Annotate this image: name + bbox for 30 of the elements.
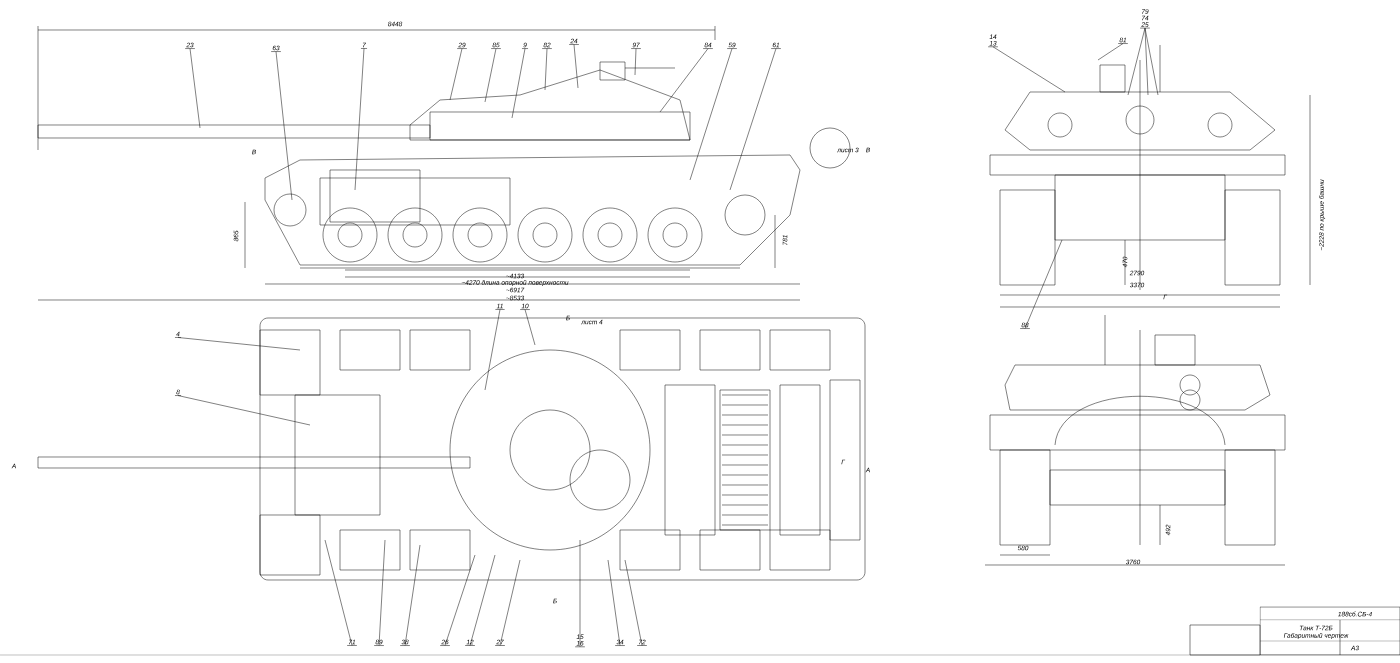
leader-line: [444, 554, 476, 646]
leader-line: [324, 539, 353, 646]
leader-line: [579, 539, 581, 648]
leader-line: [729, 48, 777, 191]
leader-line: [449, 48, 463, 101]
leader-line: [354, 48, 365, 191]
leader-line: [469, 554, 496, 646]
leader-line: [189, 48, 201, 129]
leader-line: [992, 46, 1066, 93]
leader-line: [177, 395, 311, 426]
leader-line: [607, 559, 621, 646]
leader-line: [573, 44, 579, 89]
leader-line: [544, 48, 548, 91]
leader-line: [499, 559, 521, 646]
leader-line: [484, 309, 501, 391]
leader-line: [1097, 43, 1124, 61]
leader-line: [378, 539, 386, 646]
leader-line: [511, 48, 526, 119]
leader-line: [1144, 27, 1159, 96]
leader-line: [275, 51, 293, 201]
leader-line: [404, 544, 421, 646]
leader-line: [689, 48, 733, 181]
leader-line: [659, 48, 709, 113]
leader-line: [484, 48, 497, 103]
leader-line: [1024, 239, 1063, 329]
leader-line: [624, 559, 643, 646]
leader-line: [524, 309, 536, 346]
leader-line: [634, 48, 637, 76]
leader-line: [177, 337, 301, 351]
leader-line: [1144, 27, 1149, 96]
